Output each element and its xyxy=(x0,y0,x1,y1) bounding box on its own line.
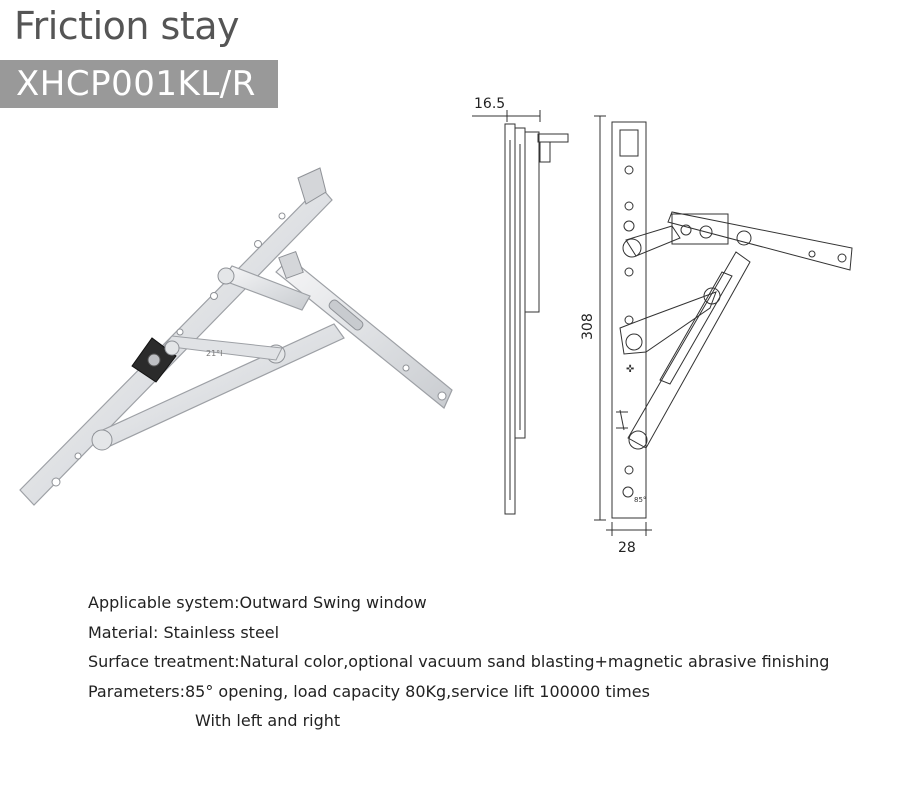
spec-parameters: Parameters:85° opening, load capacity 80… xyxy=(88,681,650,701)
stamp-mark: 21°Ⅰ xyxy=(206,349,223,358)
spec-applicable-system: Applicable system:Outward Swing window xyxy=(88,593,427,612)
product-title: Friction stay xyxy=(14,4,240,48)
specification-list: Applicable system:Outward Swing window M… xyxy=(88,588,829,736)
spec-material: Material: Stainless steel xyxy=(88,622,280,642)
front-width-dimension: 28 xyxy=(618,540,636,556)
friction-stay-product-image: 21°Ⅰ xyxy=(19,167,453,506)
spec-surface-treatment: Surface treatment:Natural color,optional… xyxy=(88,652,830,671)
opening-angle-mark: 85° xyxy=(634,496,646,504)
model-number-badge: XHCP001KL/R xyxy=(0,60,278,108)
svg-text:✜: ✜ xyxy=(626,364,634,375)
length-dimension: 308 xyxy=(580,313,596,340)
spec-handedness: With left and right xyxy=(195,711,341,730)
side-width-dimension: 16.5 xyxy=(474,96,505,112)
